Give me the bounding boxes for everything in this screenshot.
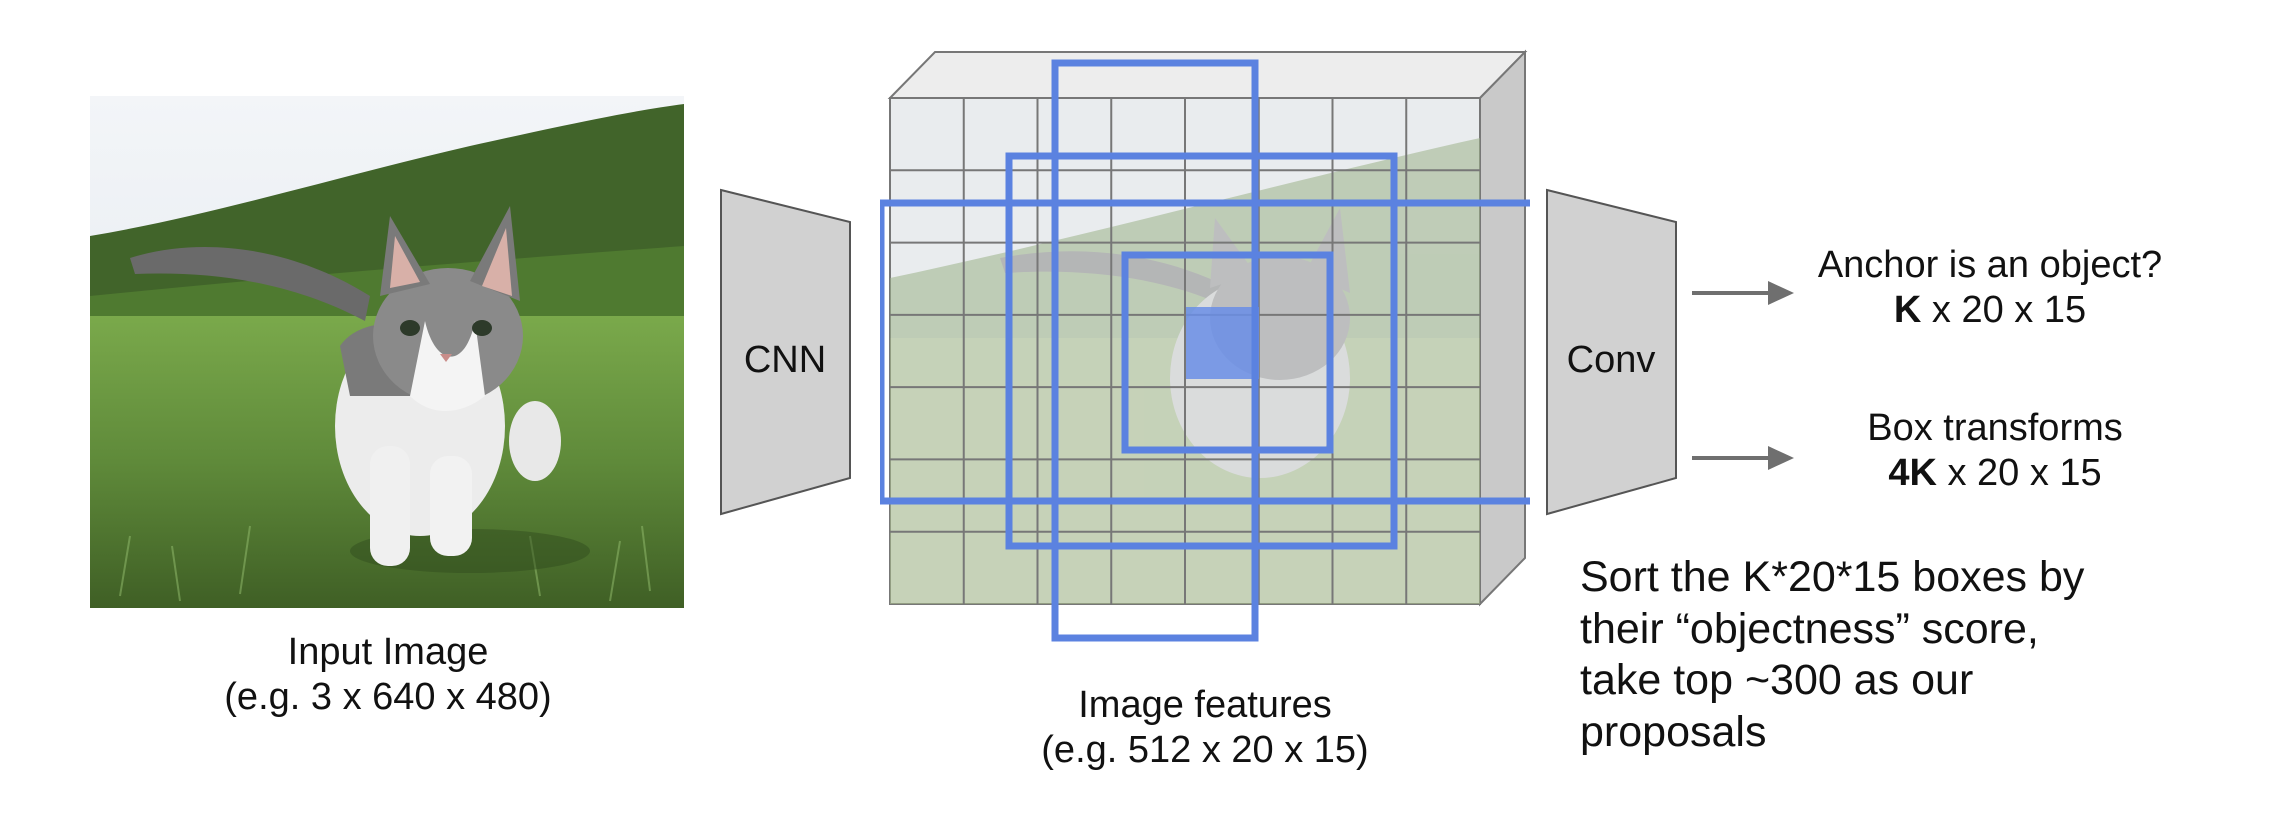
proposal-note: Sort the K*20*15 boxes by their “objectn… bbox=[1580, 552, 2084, 758]
objectness-output: Anchor is an object? K x 20 x 15 bbox=[1790, 243, 2190, 333]
features-caption: Image features (e.g. 512 x 20 x 15) bbox=[975, 683, 1435, 773]
features-caption-line1: Image features bbox=[1078, 684, 1332, 726]
transforms-title: Box transforms bbox=[1867, 407, 2123, 449]
feature-grid bbox=[890, 98, 1480, 604]
objectness-title: Anchor is an object? bbox=[1817, 244, 2163, 286]
anchor-boxes bbox=[880, 59, 1530, 642]
note-line1: Sort the K*20*15 boxes by bbox=[1580, 553, 2085, 601]
transforms-dim-rest: x 20 x 15 bbox=[1936, 451, 2102, 494]
input-image bbox=[90, 96, 684, 608]
highlight-anchor-cell bbox=[1186, 307, 1259, 379]
anchor-box-small bbox=[1121, 251, 1334, 454]
input-image-caption: Input Image (e.g. 3 x 640 x 480) bbox=[148, 630, 628, 720]
objectness-dim-rest: x 20 x 15 bbox=[1921, 288, 2087, 331]
note-line3: take top ~300 as our bbox=[1580, 656, 1974, 705]
arrow-icon bbox=[1692, 281, 1794, 305]
feature-map-top-face bbox=[887, 51, 1528, 99]
conv-label: Conv bbox=[1566, 339, 1656, 381]
arrow-icon bbox=[1692, 446, 1794, 470]
conv-block bbox=[1546, 188, 1677, 516]
note-line4: proposals bbox=[1580, 707, 1767, 756]
transforms-output: Box transforms 4K x 20 x 15 bbox=[1795, 406, 2195, 496]
objectness-dim-bold: K bbox=[1893, 288, 1922, 331]
features-caption-line2: (e.g. 512 x 20 x 15) bbox=[1041, 728, 1369, 771]
anchor-box-wide bbox=[880, 199, 1530, 505]
kitten bbox=[130, 206, 561, 566]
anchor-box-tall bbox=[1051, 59, 1259, 642]
input-caption-line2: (e.g. 3 x 640 x 480) bbox=[224, 675, 552, 718]
transforms-dim-bold: 4K bbox=[1888, 451, 1937, 494]
feature-map-side-face bbox=[1479, 49, 1526, 607]
note-line2: their “objectness” score, bbox=[1580, 604, 2039, 653]
cnn-label: CNN bbox=[743, 339, 827, 381]
anchor-box-large bbox=[1005, 152, 1398, 550]
input-caption-line1: Input Image bbox=[287, 631, 489, 673]
feature-map bbox=[880, 49, 1530, 642]
cnn-block bbox=[720, 188, 851, 516]
